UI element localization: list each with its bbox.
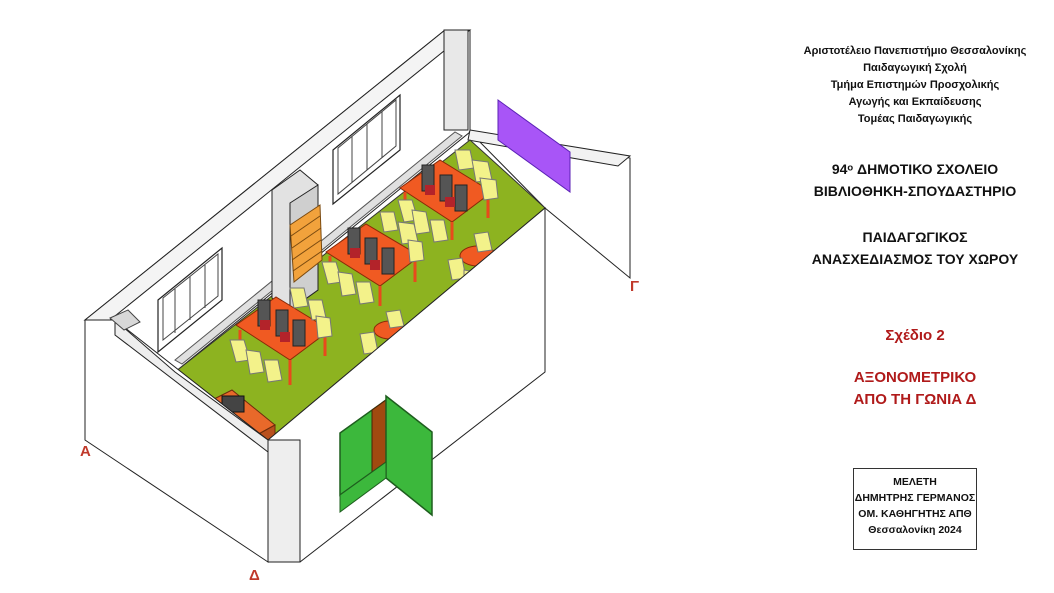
institution-line-3: Τμήμα Επιστημών Προσχολικής bbox=[830, 79, 1000, 91]
left-wall-corner bbox=[109, 309, 141, 331]
corner-label-g: Γ bbox=[630, 278, 640, 295]
credit-line-2: ΔΗΜΗΤΡΗΣ ΓΕΡΜΑΝΟΣ bbox=[854, 492, 976, 504]
corner-label-d: Δ bbox=[249, 567, 260, 584]
institution-line-4: Αγωγής και Εκπαίδευσης bbox=[848, 96, 982, 108]
corner-label-a: Α bbox=[80, 443, 91, 460]
credit-line-4: Θεσσαλονίκη 2024 bbox=[868, 524, 962, 536]
plan-label: Σχέδιο 2 bbox=[885, 327, 945, 344]
left-wall-inner bbox=[114, 318, 269, 454]
credit-box: ΜΕΛΕΤΗ ΔΗΜΗΤΡΗΣ ΓΕΡΜΑΝΟΣ ΟΜ. ΚΑΘΗΓΗΤΗΣ Α… bbox=[853, 468, 977, 550]
view-line-1: ΑΞΟΝΟΜΕΤΡΙΚΟ bbox=[853, 369, 977, 386]
institution-block: Αριστοτέλειο Πανεπιστήμιο Θεσσαλονίκης Π… bbox=[800, 43, 1030, 128]
purple-board bbox=[497, 99, 571, 193]
school-block: 94ᵒ ΔΗΜΟΤΙΚΟ ΣΧΟΛΕΙΟ ΒΙΒΛΙΟΘΗΚΗ-ΣΠΟΥΔΑΣΤ… bbox=[800, 158, 1030, 202]
bookcase bbox=[289, 204, 323, 283]
project-block: ΠΑΙΔΑΓΩΓΙΚΟΣ ΑΝΑΣΧΕΔΙΑΣΜΟΣ ΤΟΥ ΧΩΡΟΥ bbox=[800, 226, 1030, 270]
chairs-group-1 bbox=[397, 149, 499, 243]
left-wall bbox=[84, 319, 269, 563]
project-line-2: ΑΝΑΣΧΕΔΙΑΣΜΟΣ ΤΟΥ ΧΩΡΟΥ bbox=[811, 251, 1019, 267]
school-line-2: ΒΙΒΛΙΟΘΗΚΗ-ΣΠΟΥΔΑΣΤΗΡΙΟ bbox=[813, 183, 1017, 199]
view-line-2: ΑΠΟ ΤΗ ΓΩΝΙΑ Δ bbox=[853, 391, 977, 408]
school-line-1: 94ᵒ ΔΗΜΟΤΙΚΟ ΣΧΟΛΕΙΟ bbox=[831, 161, 999, 177]
institution-line-1: Αριστοτέλειο Πανεπιστήμιο Θεσσαλονίκης bbox=[803, 45, 1027, 57]
title-panel: Αριστοτέλειο Πανεπιστήμιο Θεσσαλονίκης Π… bbox=[800, 0, 1030, 593]
door bbox=[339, 394, 433, 517]
chairs-group-3 bbox=[229, 287, 333, 383]
axonometric-drawing bbox=[83, 29, 632, 563]
chairs-group-2 bbox=[321, 211, 425, 305]
window-left bbox=[157, 246, 223, 354]
table-group-2 bbox=[325, 223, 421, 306]
project-line-1: ΠΑΙΔΑΓΩΓΙΚΟΣ bbox=[862, 229, 968, 245]
institution-line-5: Τομέας Παιδαγωγικής bbox=[857, 113, 973, 125]
front-wall-edge bbox=[267, 439, 301, 563]
view-block: ΑΞΟΝΟΜΕΤΡΙΚΟ ΑΠΟ ΤΗ ΓΩΝΙΑ Δ bbox=[800, 367, 1030, 411]
window-right bbox=[332, 93, 401, 206]
wall-pillar bbox=[443, 29, 469, 131]
credit-line-1: ΜΕΛΕΤΗ bbox=[893, 476, 937, 488]
institution-line-2: Παιδαγωγική Σχολή bbox=[863, 62, 967, 74]
credit-line-3: ΟΜ. ΚΑΘΗΓΗΤΗΣ ΑΠΘ bbox=[858, 508, 972, 520]
